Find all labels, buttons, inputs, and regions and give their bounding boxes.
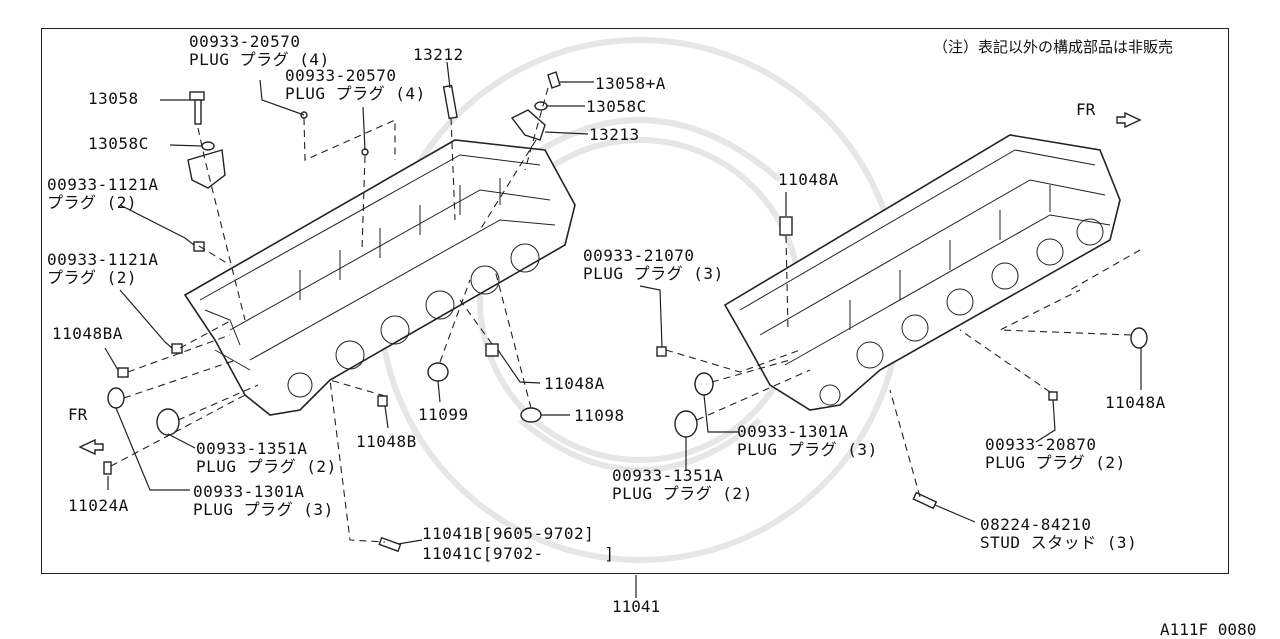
label-13058a: 13058+A [595,74,666,93]
plug-1301a-left [107,387,125,409]
plug-1121a-2 [171,343,183,354]
label-00933-20870: 00933-20870 PLUG プラグ (2) [985,435,1126,472]
label-11048ba: 11048BA [52,324,123,343]
stud-08224 [912,491,938,510]
plug-11048a-top [779,216,793,236]
label-13058c-right: 13058C [586,97,647,116]
fr-label-right: FR [1076,100,1096,119]
washer-13058c-left [201,141,215,151]
plug-11048a-mid [485,343,499,357]
label-13058c-left: 13058C [88,134,149,153]
washer-13058c-right [534,101,548,111]
label-11048a-top: 11048A [778,170,839,189]
bracket-part [187,149,226,189]
label-00933-1301a-right: 00933-1301A PLUG プラグ (3) [737,422,878,459]
label-00933-1121a-1: 00933-1121A プラグ (2) [47,175,159,212]
pin-13212 [442,84,458,120]
fr-arrow-left [78,438,104,456]
label-00933-1301a-left: 00933-1301A PLUG プラグ (3) [193,482,334,519]
label-11024a: 11024A [68,496,129,515]
main-part-label: 11041 [612,597,661,616]
label-11048a-right: 11048A [1105,393,1166,412]
label-08224-84210: 08224-84210 STUD スタッド (3) [980,515,1138,552]
left-cylinder-head [183,139,576,416]
label-00933-20570-a: 00933-20570 PLUG プラグ (4) [189,32,330,69]
diagram-id: A111F 0080 [1160,620,1257,639]
washer-11098 [520,407,542,423]
plug-1351a-right [674,410,698,438]
label-13212: 13212 [413,45,464,64]
leader-lines [104,61,1142,598]
label-00933-1351a-right: 00933-1351A PLUG プラグ (2) [612,466,753,503]
label-00933-1351a-left: 00933-1351A PLUG プラグ (2) [196,439,337,476]
label-13213: 13213 [589,125,640,144]
label-00933-20570-b: 00933-20570 PLUG プラグ (4) [285,66,426,103]
note-non-sale-parts: （注）表記以外の構成部品は非販売 [933,38,1174,56]
right-cylinder-head [723,134,1121,411]
label-11099: 11099 [418,405,469,424]
plug-11048ba [117,367,129,378]
diagram-frame [41,28,1229,574]
plug-20870 [1048,391,1058,401]
label-11041b: 11041B[9605-9702] [422,524,595,543]
seal-11099 [427,362,449,382]
plug-21070 [656,346,667,357]
stud-11041b [378,536,402,553]
fitting-13058a [547,71,561,89]
bolt-13058 [189,91,205,125]
label-11048b: 11048B [356,432,417,451]
assembly-dashed-lines [110,87,1141,543]
plug-1351a-left [156,408,180,436]
plug-1301a-right [694,372,714,396]
label-00933-1121a-2: 00933-1121A プラグ (2) [47,250,159,287]
label-11041c: 11041C[9702- ] [422,544,615,563]
fr-arrow-right [1116,111,1142,129]
label-13058: 13058 [88,89,139,108]
plug-11048a-right [1130,327,1148,349]
pipe-13213 [510,109,546,141]
label-00933-21070: 00933-21070 PLUG プラグ (3) [583,246,724,283]
label-11048a-mid: 11048A [544,374,605,393]
label-11098: 11098 [574,406,625,425]
plug-11048b [377,395,388,407]
fr-label-left: FR [68,405,88,424]
dowel-11024a [103,461,112,475]
